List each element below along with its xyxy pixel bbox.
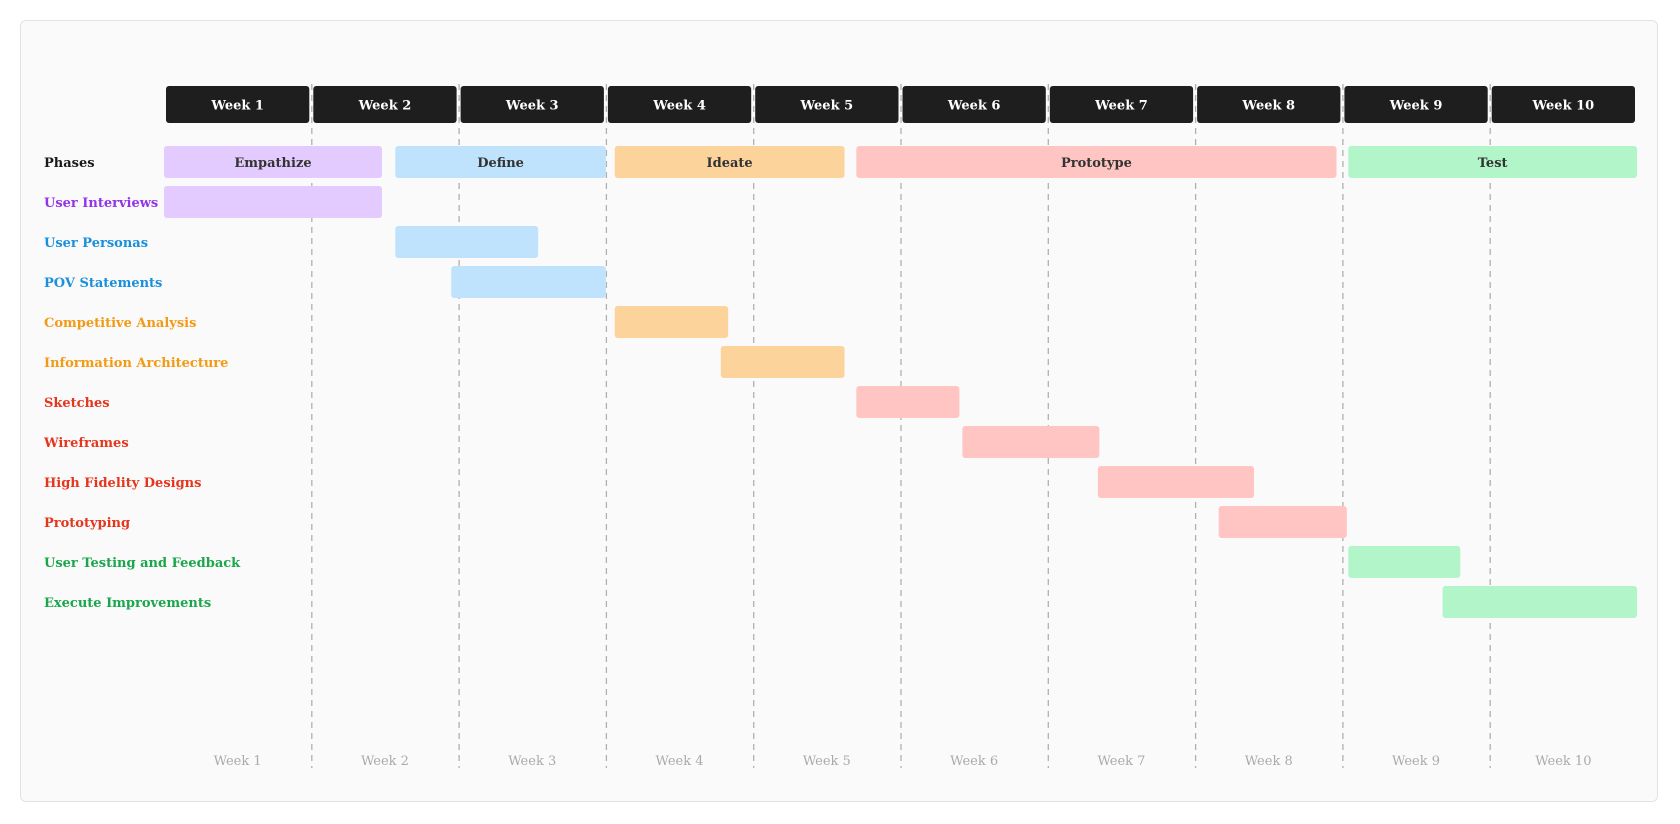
task-row-label: Execute Improvements [44, 596, 211, 611]
phase-bar-label: Ideate [707, 156, 753, 171]
week-header-box [1049, 86, 1194, 123]
week-header-box [313, 86, 457, 123]
task-row-label: POV Statements [44, 276, 162, 291]
week-header-label: Week 9 [1389, 99, 1443, 114]
week-footer-label: Week 8 [1245, 754, 1293, 769]
gridlines [311, 84, 1491, 768]
task-row-label: User Personas [44, 236, 148, 251]
phase-bar [614, 146, 845, 178]
week-header-label: Week 3 [505, 99, 559, 114]
week-footer-label: Week 5 [803, 754, 851, 769]
week-footer: Week 1 Week 2 Week 3 Week 4 Week 5 Week 6 Week… [214, 754, 1592, 769]
week-header-label: Week 6 [947, 99, 1001, 114]
task-row-label: User Interviews [44, 196, 158, 211]
phases-row-label: Phases [44, 156, 95, 171]
week-footer-label: Week 3 [508, 754, 556, 769]
week-header-box [755, 86, 899, 123]
task-bar [856, 386, 960, 418]
task-bars: Empathize Define Ideate Prototype Test [164, 146, 1637, 618]
week-header-label: Week 5 [800, 99, 854, 114]
week-footer-label: Week 7 [1097, 754, 1145, 769]
week-headers: Week 1 Week 2 Week 3 Week 4 Week 5 Week 6 Week… [166, 86, 1635, 123]
phase-bar-label: Prototype [1061, 156, 1132, 171]
week-footer-label: Week 1 [214, 754, 262, 769]
task-bar [962, 426, 1100, 458]
phase-bar [164, 146, 383, 178]
week-footer-label: Week 9 [1392, 754, 1440, 769]
task-row-label: Wireframes [43, 436, 129, 451]
week-header-label: Week 8 [1241, 99, 1295, 114]
task-bar [1097, 466, 1255, 498]
week-header-box [902, 86, 1046, 123]
week-header-label: Week 10 [1531, 99, 1594, 114]
phase-bar [395, 146, 606, 178]
phase-bar-label: Define [477, 156, 524, 171]
task-row-label: User Testing and Feedback [44, 556, 241, 571]
task-bar [1218, 506, 1347, 538]
task-bar [451, 266, 606, 298]
task-bar [1348, 546, 1461, 578]
task-bar [614, 306, 729, 338]
week-header-box [1491, 86, 1635, 123]
task-bar [395, 226, 539, 258]
week-footer-label: Week 6 [950, 754, 998, 769]
task-row-label: Sketches [44, 396, 110, 411]
week-header-label: Week 1 [210, 99, 264, 114]
week-header-label: Week 2 [358, 99, 412, 114]
task-row-label: High Fidelity Designs [44, 476, 201, 491]
week-footer-label: Week 4 [656, 754, 704, 769]
task-bar [720, 346, 845, 378]
week-header-label: Week 7 [1094, 99, 1148, 114]
week-header-box [166, 86, 310, 123]
task-bar [1442, 586, 1637, 618]
task-bar [164, 186, 383, 218]
week-header-box [607, 86, 752, 123]
week-header-box [460, 86, 604, 123]
phase-bar-label: Test [1478, 156, 1508, 171]
task-row-label: Information Architecture [44, 356, 228, 371]
phase-bar-label: Empathize [234, 156, 311, 171]
week-header-box [1197, 86, 1341, 123]
week-footer-label: Week 2 [361, 754, 409, 769]
phase-bar [1348, 146, 1637, 178]
week-header-label: Week 4 [652, 99, 706, 114]
task-row-label: Prototyping [44, 516, 130, 531]
task-row-label: Competitive Analysis [44, 316, 196, 331]
week-header-box [1344, 86, 1488, 123]
phase-bar [856, 146, 1337, 178]
week-footer-label: Week 10 [1535, 754, 1591, 769]
